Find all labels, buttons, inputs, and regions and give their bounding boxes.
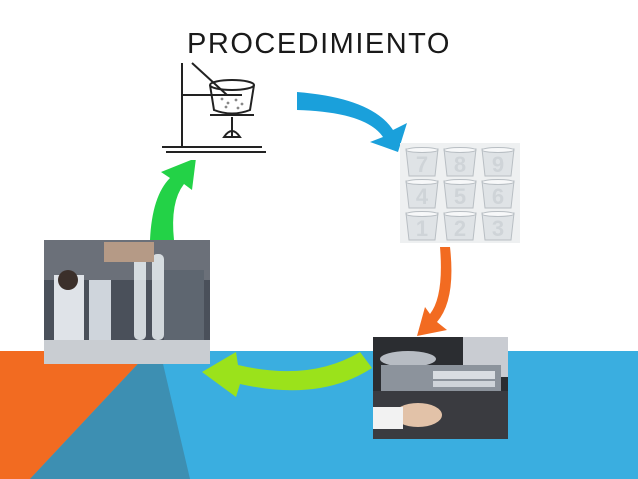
glass-3: 3 bbox=[481, 211, 515, 241]
heating-apparatus-image bbox=[152, 55, 282, 160]
glass-5: 5 bbox=[443, 179, 477, 209]
balance-scale-photo bbox=[373, 337, 508, 439]
arrow-blue bbox=[297, 92, 407, 152]
lab-test-tube-photo bbox=[44, 240, 210, 364]
glass-9: 9 bbox=[481, 147, 515, 177]
arrow-green bbox=[150, 158, 196, 240]
glass-4: 4 bbox=[405, 179, 439, 209]
glass-number: 2 bbox=[454, 216, 466, 241]
arrow-lime bbox=[202, 352, 372, 397]
steel-band bbox=[30, 351, 190, 479]
arrow-orange bbox=[417, 247, 452, 336]
glass-7: 7 bbox=[405, 147, 439, 177]
glass-number: 8 bbox=[454, 152, 466, 177]
glass-number: 6 bbox=[492, 184, 504, 209]
glass-number: 1 bbox=[416, 216, 428, 241]
orange-band bbox=[0, 351, 150, 479]
glass-1: 1 bbox=[405, 211, 439, 241]
glass-number: 4 bbox=[416, 184, 429, 209]
glass-6: 6 bbox=[481, 179, 515, 209]
glass-number: 3 bbox=[492, 216, 504, 241]
glass-number: 9 bbox=[492, 152, 504, 177]
glass-number: 5 bbox=[454, 184, 466, 209]
slide-title: PROCEDIMIENTO bbox=[187, 28, 451, 60]
glass-8: 8 bbox=[443, 147, 477, 177]
glass-number: 7 bbox=[416, 152, 428, 177]
glass-2: 2 bbox=[443, 211, 477, 241]
